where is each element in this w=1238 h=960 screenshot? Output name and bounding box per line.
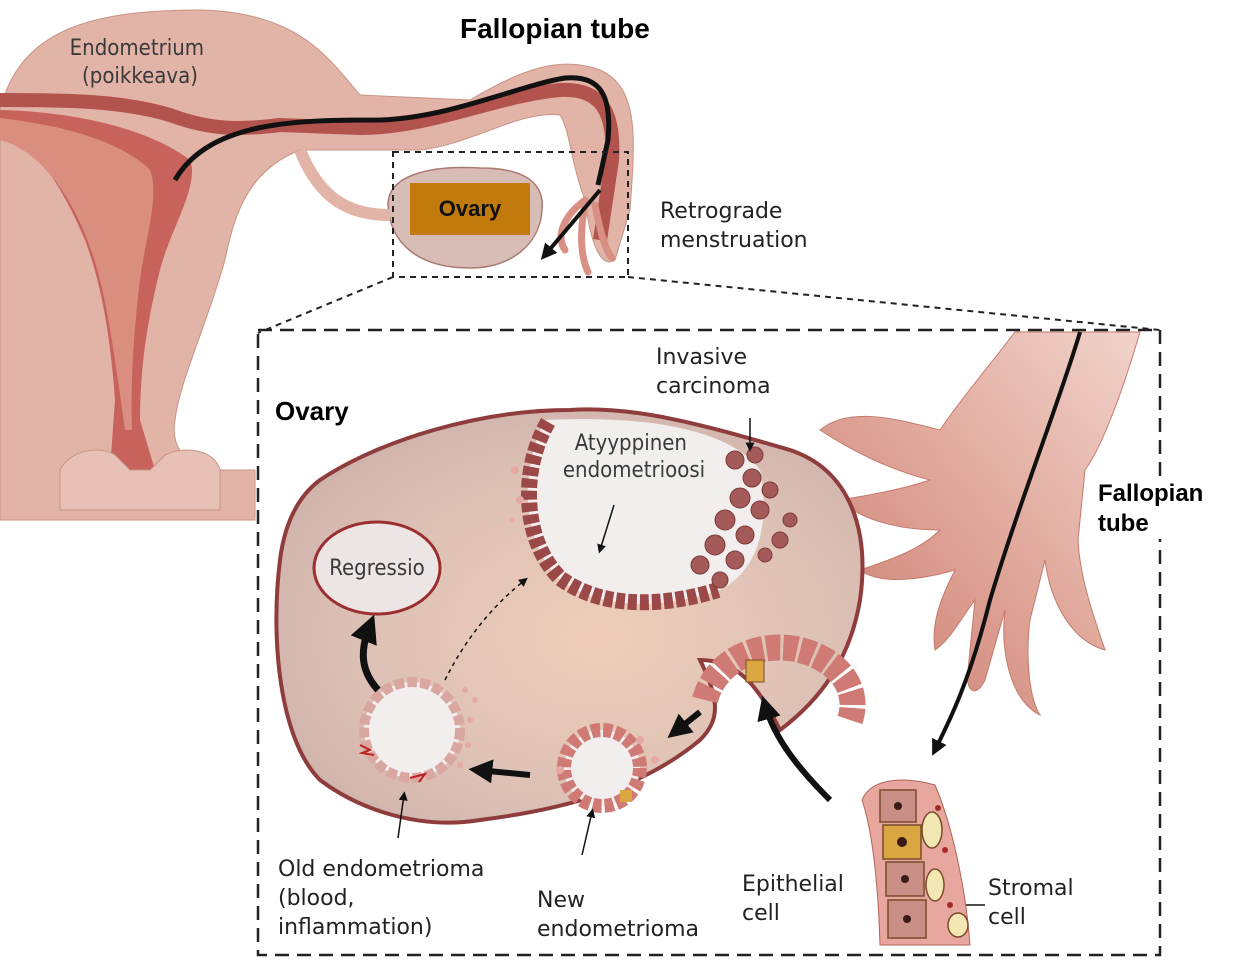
- invasive-carcinoma-label: Invasive carcinoma: [656, 343, 771, 401]
- detail-ovary-label: Ovary: [275, 397, 349, 426]
- atypical-line-2: endometrioosi: [563, 458, 705, 483]
- fallopian-tube-detail: [820, 332, 1140, 750]
- stromal-cell-label: Stromal cell: [988, 874, 1074, 932]
- endometrium-line-2: (poikkeava): [82, 64, 198, 89]
- epithelial-cell-label: Epithelial cell: [742, 870, 844, 928]
- cell-column: [862, 780, 970, 945]
- title-fallopian-tube: Fallopian tube: [460, 12, 650, 46]
- new-endometrioma-label: New endometrioma: [537, 886, 699, 944]
- old-endometrioma-label: Old endometrioma (blood, inflammation): [278, 855, 484, 942]
- retrograde-menstruation-label: Retrograde menstruation: [660, 197, 808, 255]
- atypical-line-1: Atyyppinen: [575, 431, 687, 456]
- ovary-label-box: Ovary: [410, 183, 530, 235]
- regressio-label: Regressio: [329, 556, 425, 581]
- endometrium-line-1: Endometrium: [70, 36, 204, 61]
- detail-fallopian-tube-label: Fallopian tube: [1096, 479, 1203, 539]
